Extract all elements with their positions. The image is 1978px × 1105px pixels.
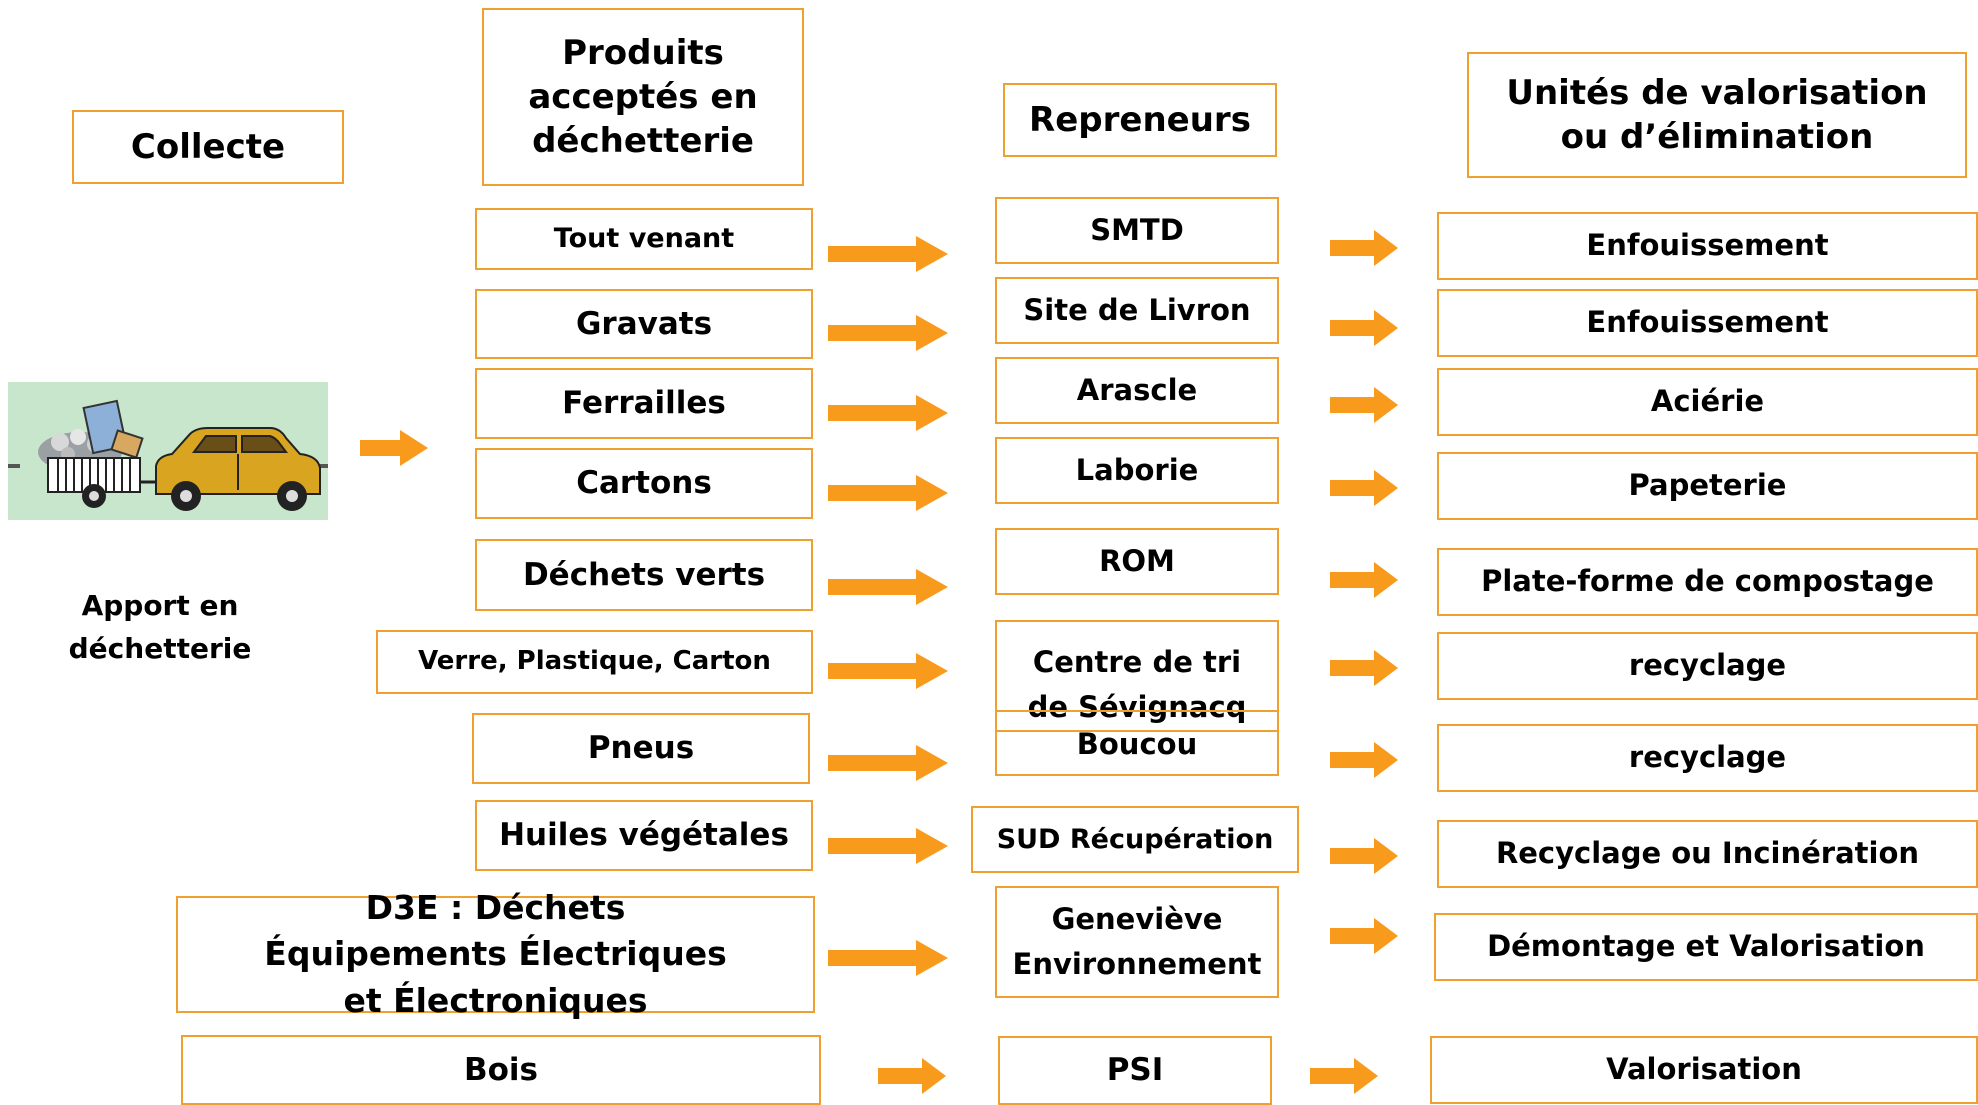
produit-label: Tout venant <box>553 223 735 255</box>
apport-label: Apport en déchetterie <box>68 589 252 666</box>
repreneur-label: Site de Livron <box>1023 292 1251 327</box>
unite-label: Plate-forme de compostage <box>1481 564 1934 599</box>
repreneur-genevieve-environnement: Geneviève Environnement <box>995 886 1279 998</box>
unite-valorisation: Valorisation <box>1430 1036 1978 1104</box>
repreneur-label: Laborie <box>1075 452 1199 487</box>
repreneur-label: Boucou <box>1076 727 1198 761</box>
arrow-icon <box>1330 742 1398 778</box>
arrow-icon <box>828 569 948 605</box>
arrow-icon <box>1330 562 1398 598</box>
unite-label: Valorisation <box>1606 1052 1802 1087</box>
repreneur-label: Geneviève Environnement <box>1012 902 1262 981</box>
repreneur-label: SMTD <box>1090 212 1184 247</box>
produit-dechets-verts: Déchets verts <box>475 539 813 611</box>
unite-label: Démontage et Valorisation <box>1487 929 1925 964</box>
repreneur-smtd: SMTD <box>995 197 1279 264</box>
arrow-icon <box>1330 387 1398 423</box>
unite-enfouissement: Enfouissement <box>1437 212 1978 280</box>
unite-demontage-valorisation: Démontage et Valorisation <box>1434 913 1978 981</box>
arrow-icon <box>1330 230 1398 266</box>
arrow-icon <box>878 1058 946 1094</box>
repreneur-label: PSI <box>1106 1052 1164 1089</box>
header-repreneurs: Repreneurs <box>1003 83 1277 157</box>
unite-label: recyclage <box>1628 648 1787 683</box>
repreneur-label: Centre de tri de Sévignacq <box>1027 645 1247 724</box>
header-produits: Produits acceptés en déchetterie <box>482 8 804 186</box>
repreneur-label: Arascle <box>1076 372 1198 407</box>
produit-verre-plastique-carton: Verre, Plastique, Carton <box>376 630 813 694</box>
arrow-icon <box>828 653 948 689</box>
produit-label: Déchets verts <box>522 556 766 593</box>
arrow-icon <box>828 745 948 781</box>
arrow-icon <box>1330 470 1398 506</box>
repreneur-label: SUD Récupération <box>996 823 1274 855</box>
arrow-icon <box>1330 310 1398 346</box>
repreneur-boucou: Boucou <box>995 710 1279 776</box>
header-collecte-label: Collecte <box>130 126 286 167</box>
repreneur-label: ROM <box>1099 543 1175 578</box>
arrow-icon <box>828 475 948 511</box>
unite-recyclage-incineration: Recyclage ou Incinération <box>1437 820 1978 888</box>
arrow-icon <box>828 828 948 864</box>
repreneur-sud-recuperation: SUD Récupération <box>971 806 1299 873</box>
produit-pneus: Pneus <box>472 713 810 784</box>
header-repreneurs-label: Repreneurs <box>1029 99 1251 140</box>
car-trailer-image <box>8 382 328 520</box>
repreneur-laborie: Laborie <box>995 437 1279 504</box>
header-produits-label: Produits acceptés en déchetterie <box>528 32 758 162</box>
produit-d3e: D3E : Déchets Équipements Électriques et… <box>176 888 815 1020</box>
header-collecte: Collecte <box>72 110 344 184</box>
produit-gravats: Gravats <box>475 289 813 359</box>
repreneur-site-de-livron: Site de Livron <box>995 277 1279 344</box>
arrow-icon <box>1330 838 1398 874</box>
produit-label: Cartons <box>576 465 712 502</box>
arrow-icon <box>828 940 948 976</box>
arrow-icon <box>1310 1058 1378 1094</box>
produit-label: Huiles végétales <box>499 817 789 854</box>
unite-label: Recyclage ou Incinération <box>1495 836 1920 871</box>
produit-label: Ferrailles <box>562 385 726 422</box>
unite-enfouissement: Enfouissement <box>1437 289 1978 357</box>
repreneur-psi: PSI <box>998 1036 1272 1105</box>
produit-label: Verre, Plastique, Carton <box>418 646 771 677</box>
repreneur-centre-de-tri: Centre de tri de Sévignacq <box>995 620 1279 732</box>
produit-label: Pneus <box>587 730 695 767</box>
header-unites: Unités de valorisation ou d’élimination <box>1467 52 1967 178</box>
produit-ferrailles: Ferrailles <box>475 368 813 439</box>
unite-papeterie: Papeterie <box>1437 452 1978 520</box>
produit-huiles-vegetales: Huiles végétales <box>475 800 813 871</box>
produit-cartons: Cartons <box>475 448 813 519</box>
produit-label: Bois <box>463 1051 538 1088</box>
unite-label: Enfouissement <box>1586 305 1829 340</box>
unite-compostage: Plate-forme de compostage <box>1437 548 1978 616</box>
produit-tout-venant: Tout venant <box>475 208 813 270</box>
arrow-icon <box>1330 918 1398 954</box>
unite-recyclage: recyclage <box>1437 632 1978 700</box>
unite-label: Papeterie <box>1628 468 1787 503</box>
unite-label: recyclage <box>1628 740 1787 775</box>
unite-recyclage: recyclage <box>1437 724 1978 792</box>
repreneur-rom: ROM <box>995 528 1279 595</box>
header-unites-label: Unités de valorisation ou d’élimination <box>1506 72 1928 157</box>
produit-label: Gravats <box>575 305 713 342</box>
arrow-icon <box>828 395 948 431</box>
unite-label: Enfouissement <box>1586 228 1829 263</box>
unite-label: Aciérie <box>1650 384 1765 419</box>
produit-label: D3E : Déchets Équipements Électriques et… <box>264 888 727 1020</box>
produit-bois: Bois <box>181 1035 821 1105</box>
arrow-icon <box>828 236 948 272</box>
arrow-icon <box>1330 650 1398 686</box>
repreneur-arascle: Arascle <box>995 357 1279 424</box>
arrow-icon <box>828 315 948 351</box>
unite-acierie: Aciérie <box>1437 368 1978 436</box>
arrow-collecte-icon <box>360 430 428 466</box>
